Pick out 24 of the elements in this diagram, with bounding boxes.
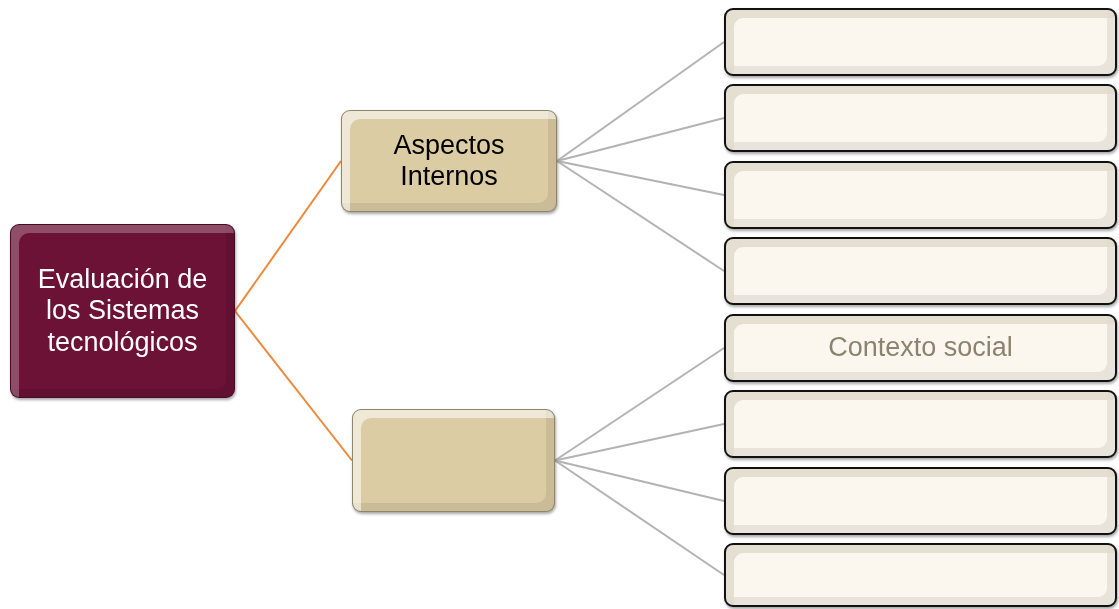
empty-box — [724, 467, 1117, 535]
topic-box — [10, 224, 235, 398]
empty-box — [724, 161, 1117, 229]
empty-box — [724, 390, 1117, 458]
topic-box — [724, 314, 1117, 382]
connector-line — [554, 459, 725, 502]
connector-line — [234, 310, 353, 462]
topic-text: Evaluación de los Sistemas tecnológicos — [36, 264, 209, 358]
connector-line — [556, 117, 725, 162]
connector-line — [556, 41, 725, 162]
topic-box — [341, 110, 557, 212]
connector-line — [554, 423, 725, 462]
empty-box — [724, 543, 1117, 607]
connector-line — [554, 347, 725, 462]
connector-line — [556, 160, 725, 196]
connector-line — [234, 160, 342, 312]
topic-text: Contexto social — [828, 332, 1013, 364]
connector-line — [554, 459, 725, 576]
empty-box — [724, 237, 1117, 305]
topic-text: Aspectos Internos — [392, 129, 506, 193]
empty-box — [724, 8, 1117, 76]
empty-box — [352, 409, 555, 512]
empty-box — [724, 84, 1117, 152]
connector-line — [556, 160, 725, 272]
